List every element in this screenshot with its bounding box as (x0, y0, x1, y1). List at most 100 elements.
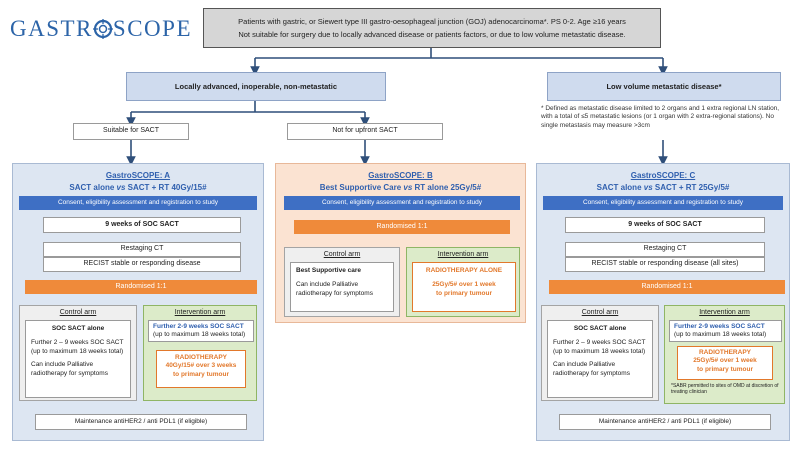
panel-c-rt-line-2: to primary tumour (697, 365, 753, 373)
not-upfront-sact-box: Not for upfront SACT (287, 123, 443, 140)
panel-b-randomised-bar: Randomised 1:1 (294, 220, 510, 234)
panel-c-radiotherapy-box: RADIOTHERAPY 25Gy/5# over 1 week to prim… (677, 346, 773, 380)
panel-c-title: GastroSCOPE: C (630, 171, 696, 180)
panel-c-rt-line-1: 25Gy/5# over 1 week (693, 357, 757, 365)
panel-b-intervention-arm: Intervention arm RADIOTHERAPY ALONE 25Gy… (406, 247, 520, 317)
panel-c-consent-bar: Consent, eligibility assessment and regi… (543, 196, 783, 210)
panel-c-restaging-text: Restaging CT (643, 245, 687, 253)
low-volume-metastatic-box: Low volume metastatic disease* (547, 72, 781, 101)
panel-c-restaging-box: Restaging CT (565, 242, 765, 257)
panel-a-interv-line-1: Further 2-9 weeks SOC SACT (153, 323, 244, 330)
panel-b-control-title: Best Supportive care (296, 267, 362, 274)
panel-a-recist-box: RECIST stable or responding disease (43, 257, 241, 272)
panel-b-rt-line-2: to primary tumour (436, 289, 492, 297)
panel-c-sabr-note: *SABR permitted to sites of OMD at discr… (671, 383, 779, 396)
not-upfront-label: Not for upfront SACT (332, 127, 398, 135)
panel-c-control-line-1: Further 2 – 9 weeks SOC SACT (553, 339, 646, 347)
panel-a-rt-line-2: to primary tumour (173, 370, 229, 378)
panel-b-control-box: Best Supportive care Can include Palliat… (290, 262, 394, 312)
panel-a-restaging-box: Restaging CT (43, 242, 241, 257)
panel-c-control-arm: Control arm SOC SACT alone Further 2 – 9… (541, 305, 659, 401)
panel-a-control-title: SOC SACT alone (51, 325, 105, 332)
panel-a-control-box: SOC SACT alone Further 2 – 9 weeks SOC S… (25, 320, 131, 398)
panel-b-consent-text: Consent, eligibility assessment and regi… (321, 198, 483, 206)
gastroscope-logo: GASTR SCOPE (10, 16, 192, 42)
panel-a-rt-title: RADIOTHERAPY (174, 354, 227, 361)
panel-a-intervention-label: Intervention arm (174, 309, 226, 316)
panel-a-control-line-3: Can include Palliative (31, 361, 94, 369)
panel-a-control-arm: Control arm SOC SACT alone Further 2 – 9… (19, 305, 137, 401)
panel-b-control-line-2: radiotherapy for symptoms (296, 289, 373, 297)
panel-a-consent-bar: Consent, eligibility assessment and regi… (19, 196, 257, 210)
metastatic-footnote: * Defined as metastatic disease limited … (541, 105, 791, 130)
panel-a-recist-text: RECIST stable or responding disease (83, 260, 201, 268)
panel-c-control-label: Control arm (581, 309, 619, 316)
panel-a-title: GastroSCOPE: A (105, 171, 171, 180)
panel-a-randomised-text: Randomised 1:1 (115, 282, 167, 290)
panel-c-maintenance-text: Maintenance antiHER2 / anti PDL1 (if eli… (598, 417, 732, 425)
panel-b-title: GastroSCOPE: B (368, 171, 433, 180)
suitable-sact-box: Suitable for SACT (73, 123, 189, 140)
panel-c-control-line-2: (up to maximum 18 weeks total) (553, 347, 646, 355)
panel-a-control-line-4: radiotherapy for symptoms (31, 369, 108, 377)
panel-a-randomised-bar: Randomised 1:1 (25, 280, 257, 294)
panel-a-maintenance-box: Maintenance antiHER2 / anti PDL1 (if eli… (35, 414, 247, 430)
logo-text-end: SCOPE (112, 16, 192, 41)
panel-c-control-title: SOC SACT alone (573, 325, 627, 332)
panel-c-interv-line-1: Further 2-9 weeks SOC SACT (674, 323, 765, 330)
panel-b-rt-line-1: 25Gy/5# over 1 week (432, 280, 496, 288)
panel-a-restaging-text: Restaging CT (120, 245, 164, 253)
locally-advanced-box: Locally advanced, inoperable, non-metast… (126, 72, 386, 101)
panel-a-consent-text: Consent, eligibility assessment and regi… (57, 198, 219, 206)
panel-c-further-sact-box: Further 2-9 weeks SOC SACT (up to maximu… (669, 320, 782, 342)
panel-c-control-line-4: radiotherapy for symptoms (553, 369, 630, 377)
low-volume-label: Low volume metastatic disease* (606, 81, 722, 91)
panel-b-consent-bar: Consent, eligibility assessment and regi… (284, 196, 520, 210)
eligibility-line-1: Patients with gastric, or Siewert type I… (238, 17, 626, 27)
panel-c-control-line-3: Can include Palliative (553, 361, 616, 369)
panel-a-radiotherapy-box: RADIOTHERAPY 40Gy/15# over 3 weeks to pr… (156, 350, 246, 388)
locally-advanced-label: Locally advanced, inoperable, non-metast… (174, 81, 338, 91)
panel-b-intervention-label: Intervention arm (437, 251, 489, 258)
panel-c-interv-line-2: (up to maximum 18 weeks total) (674, 331, 767, 339)
panel-c-randomised-text: Randomised 1:1 (641, 282, 693, 290)
panel-c-subtitle: SACT alone vs SACT + RT 25Gy/5# (596, 183, 730, 192)
panel-gastroscope-c: GastroSCOPE: C SACT alone vs SACT + RT 2… (536, 163, 790, 441)
panel-c-maintenance-box: Maintenance antiHER2 / anti PDL1 (if eli… (559, 414, 771, 430)
panel-a-interv-line-2: (up to maximum 18 weeks total) (153, 331, 246, 339)
panel-gastroscope-a: GastroSCOPE: A SACT alone vs SACT + RT 4… (12, 163, 264, 441)
panel-c-recist-box: RECIST stable or responding disease (all… (565, 257, 765, 272)
panel-b-radiotherapy-box: RADIOTHERAPY ALONE 25Gy/5# over 1 week t… (412, 262, 516, 312)
panel-b-control-label: Control arm (323, 251, 361, 258)
panel-b-rt-title: RADIOTHERAPY ALONE (425, 267, 503, 274)
panel-a-weeks-text: 9 weeks of SOC SACT (105, 220, 179, 228)
panel-b-subtitle: Best Supportive Care vs RT alone 25Gy/5# (319, 183, 482, 192)
target-circle-icon (92, 19, 113, 39)
suitable-sact-label: Suitable for SACT (102, 127, 160, 135)
panel-a-control-line-1: Further 2 – 9 weeks SOC SACT (31, 339, 124, 347)
panel-c-control-box: SOC SACT alone Further 2 – 9 weeks SOC S… (547, 320, 653, 398)
panel-b-control-line-1: Can include Palliative (296, 281, 359, 289)
panel-a-further-sact-box: Further 2-9 weeks SOC SACT (up to maximu… (148, 320, 254, 342)
panel-b-randomised-text: Randomised 1:1 (376, 222, 428, 230)
panel-gastroscope-b: GastroSCOPE: B Best Supportive Care vs R… (275, 163, 526, 323)
panel-a-control-label: Control arm (59, 309, 97, 316)
panel-c-weeks-text: 9 weeks of SOC SACT (628, 220, 702, 228)
panel-c-sact-weeks-box: 9 weeks of SOC SACT (565, 217, 765, 233)
panel-c-consent-text: Consent, eligibility assessment and regi… (582, 198, 744, 206)
eligibility-line-2: Not suitable for surgery due to locally … (238, 29, 626, 39)
panel-c-recist-text: RECIST stable or responding disease (all… (591, 260, 739, 268)
panel-c-rt-title: RADIOTHERAPY (698, 349, 751, 356)
panel-a-sact-weeks-box: 9 weeks of SOC SACT (43, 217, 241, 233)
eligibility-box: Patients with gastric, or Siewert type I… (203, 8, 661, 48)
footnote-text: * Defined as metastatic disease limited … (541, 105, 780, 129)
panel-c-intervention-arm: Intervention arm Further 2-9 weeks SOC S… (664, 305, 785, 404)
panel-a-control-line-2: (up to maximum 18 weeks total) (31, 347, 124, 355)
panel-a-maintenance-text: Maintenance antiHER2 / anti PDL1 (if eli… (74, 417, 208, 425)
panel-c-intervention-label: Intervention arm (699, 309, 750, 316)
panel-a-rt-line-1: 40Gy/15# over 3 weeks (165, 362, 237, 370)
panel-c-randomised-bar: Randomised 1:1 (549, 280, 785, 294)
panel-b-control-arm: Control arm Best Supportive care Can inc… (284, 247, 400, 317)
logo-text-start: GASTR (10, 16, 93, 41)
panel-a-subtitle: SACT alone vs SACT + RT 40Gy/15# (69, 183, 207, 192)
